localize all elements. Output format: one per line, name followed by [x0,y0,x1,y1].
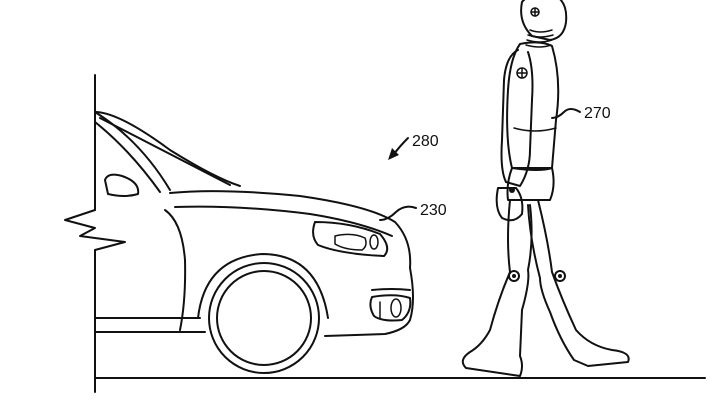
vehicle [94,111,414,374]
label-230-group: 230 [379,202,447,221]
label-270-group: 270 [551,105,611,122]
label-280: 280 [412,133,439,150]
label-230: 230 [420,202,447,219]
label-280-group: 280 [388,133,439,160]
wall-barrier [64,74,126,393]
pedestrian-dummy [461,0,630,377]
label-270: 270 [584,105,611,122]
